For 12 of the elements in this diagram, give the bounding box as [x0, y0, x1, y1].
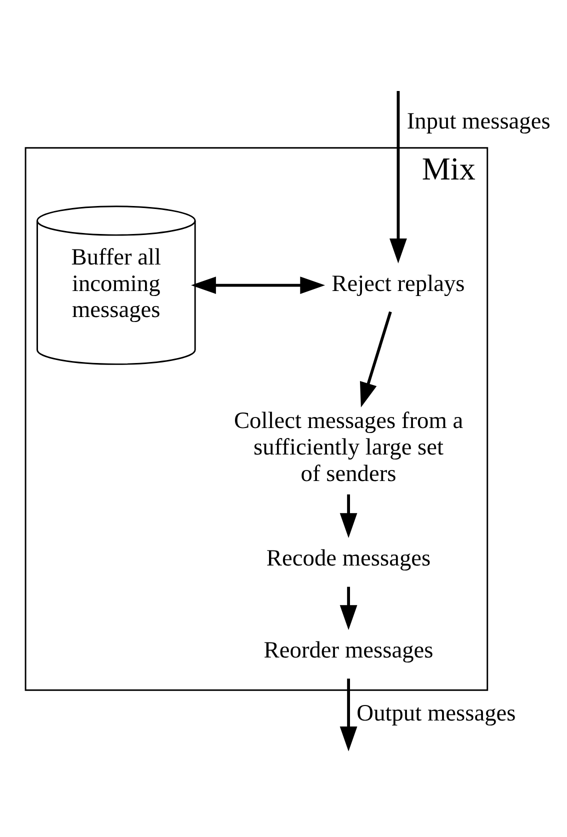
node-text: Recode messages: [266, 545, 431, 572]
node-text: Reject replays: [332, 270, 465, 296]
edge-label: Input messages: [406, 108, 550, 134]
arrow: [360, 310, 392, 407]
arrow: [390, 90, 407, 263]
node-text: Collect messages from a sufficiently large set of senders: [234, 408, 464, 486]
arrow: [191, 276, 326, 294]
edge-label: Output messages: [356, 700, 516, 726]
arrow: [340, 586, 358, 630]
node-text: Reorder messages: [264, 637, 434, 664]
arrow: [340, 494, 358, 538]
arrow: [340, 678, 358, 751]
